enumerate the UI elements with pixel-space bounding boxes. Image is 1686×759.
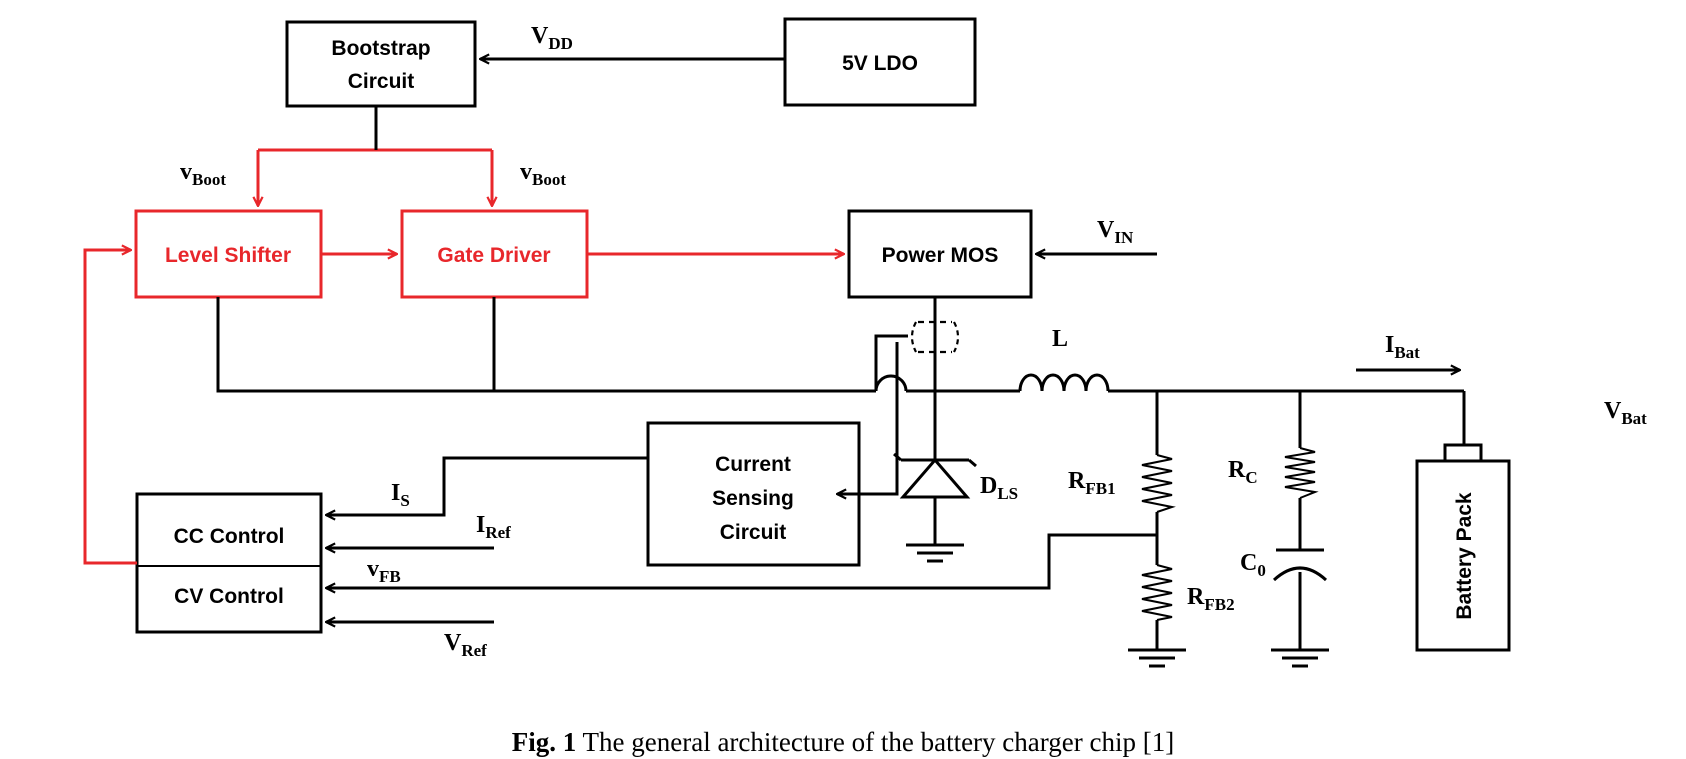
diode-icon: DLS [893,452,1018,503]
rfb2-label: RFB2 [1187,584,1235,614]
is-label: IS [391,480,410,510]
resistor-rfb1-icon: RFB1 [1068,454,1176,513]
battery-pack-label: Battery Pack [1453,492,1476,620]
diode-label: DLS [980,473,1018,503]
bootstrap-label-2: Circuit [348,70,415,93]
vdd-label: VDD [531,23,573,53]
vref-label: VRef [444,630,487,660]
cc-control-label: CC Control [174,525,285,548]
ground-icon [906,543,964,563]
current-sensing-label-2: Sensing [712,487,794,510]
vfb-label: vFB [367,556,401,586]
cv-control-label: CV Control [174,585,284,608]
bootstrap-circuit-block: Bootstrap Circuit [285,20,477,108]
ldo-block: 5V LDO [783,17,977,107]
gate-driver-label: Gate Driver [437,244,550,267]
bootstrap-label-1: Bootstrap [331,37,430,60]
ground-icon [1128,648,1186,668]
capacitor-c0-icon: C0 [1240,548,1328,582]
vin-label: VIN [1097,217,1134,247]
power-mos-label: Power MOS [882,244,999,267]
level-shifter-label: Level Shifter [165,244,291,267]
inductor-icon: L [1018,326,1110,392]
current-sensing-label-3: Circuit [720,521,787,544]
current-sense-coil-icon [910,320,960,354]
figure-caption: Fig. 1 The general architecture of the b… [512,727,1174,757]
vboot-left-label: vBoot [180,159,226,189]
rfb1-label: RFB1 [1068,468,1116,498]
gate-driver-block: Gate Driver [400,209,589,299]
c0-label: C0 [1240,550,1266,580]
ldo-label: 5V LDO [842,52,918,75]
power-mos-block: Power MOS [847,209,1033,299]
level-shifter-block: Level Shifter [134,209,323,299]
resistor-rc-icon: RC [1228,447,1319,499]
resistor-rfb2-icon: RFB2 [1141,564,1235,621]
rc-label: RC [1228,457,1258,487]
ibat-label: IBat [1385,332,1420,362]
black-wires [216,59,1466,650]
ground-icon [1271,648,1329,668]
battery-pack-block: Battery Pack [1415,443,1511,652]
current-sensing-block: Current Sensing Circuit [646,421,861,567]
iref-label: IRef [476,512,511,542]
vbat-label: VBat [1604,398,1647,428]
current-sensing-label-1: Current [715,453,791,476]
inductor-label: L [1052,326,1068,352]
cc-cv-control-block: CC Control CV Control [135,492,323,634]
vboot-right-label: vBoot [520,159,566,189]
